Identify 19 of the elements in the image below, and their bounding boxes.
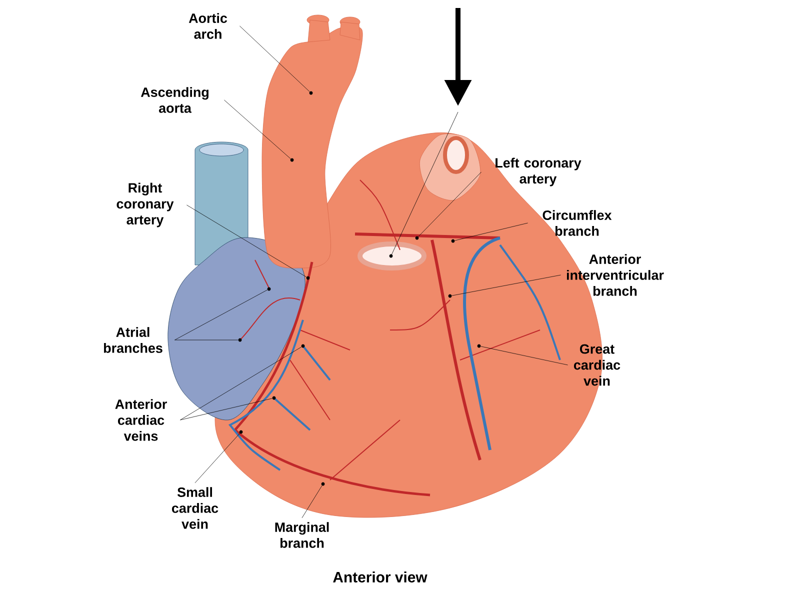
label: Circumflex branch — [542, 210, 612, 236]
label: Anterior cardiac veins — [115, 399, 167, 441]
leader-line — [480, 346, 568, 366]
leader-line — [174, 290, 268, 340]
label: Marginal branch — [275, 522, 329, 548]
leader-line — [224, 100, 291, 159]
label: Left coronary artery — [496, 158, 582, 186]
leader-line — [454, 222, 528, 241]
leader-line — [180, 346, 302, 420]
label: Ascending aorta — [140, 87, 208, 113]
leader-line — [240, 26, 310, 92]
label: Atrial branches — [104, 327, 162, 353]
label: Small cardiac vein — [172, 487, 218, 529]
leader-line — [180, 398, 272, 420]
label: Aortic arch — [188, 13, 228, 39]
leader-line — [194, 433, 240, 484]
leader-line — [452, 274, 561, 296]
caption: Anterior view — [333, 572, 428, 582]
label: Right coronary artery — [116, 182, 174, 228]
